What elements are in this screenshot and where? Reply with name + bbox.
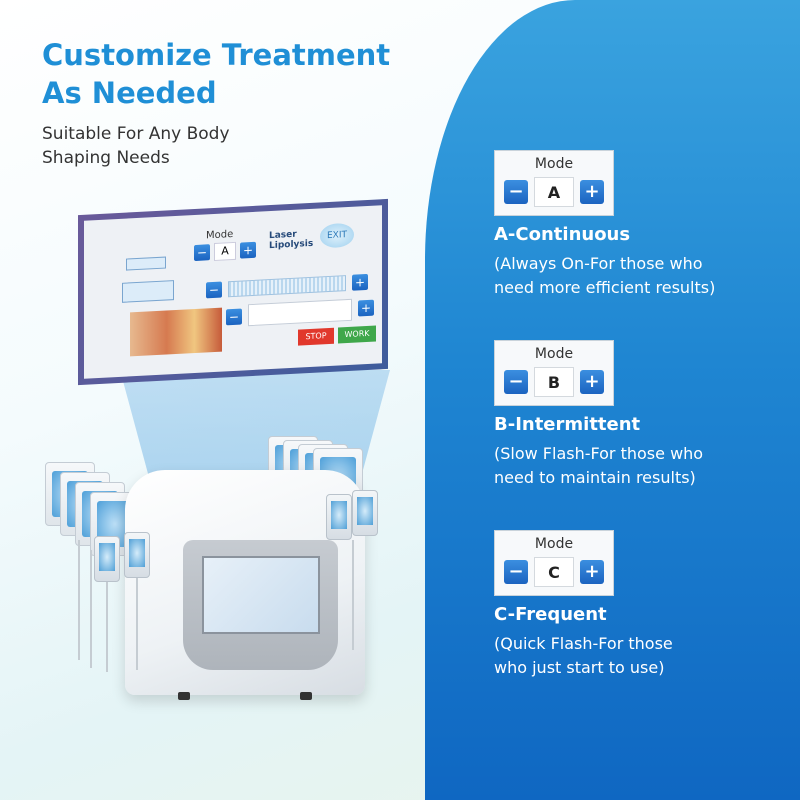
minus-button[interactable]: −	[504, 560, 528, 584]
mode-c-title: C-Frequent	[494, 604, 607, 625]
screen-work-button: WORK	[338, 325, 376, 344]
mode-value: A	[534, 177, 574, 207]
plus-button[interactable]: +	[580, 180, 604, 204]
mode-b-description-line-1: (Slow Flash-For those who	[494, 444, 704, 463]
mode-a-description: (Always On-For those who need more effic…	[494, 252, 784, 300]
machine-foot	[178, 692, 190, 700]
screen-minus-button: −	[226, 308, 242, 326]
mode-b-title: B-Intermittent	[494, 414, 641, 435]
minus-button[interactable]: −	[504, 370, 528, 394]
mode-b-description: (Slow Flash-For those who need to mainta…	[494, 442, 784, 490]
machine-screen	[202, 556, 320, 634]
cable	[90, 550, 92, 668]
enlarged-screen-frame: Mode − A + Laser Lipolysis EXIT − + − + …	[78, 198, 388, 386]
handpiece-thumbnail	[126, 256, 166, 271]
screen-power-bar	[228, 275, 346, 298]
headline-line-2: As Needed	[42, 76, 217, 110]
mode-value: C	[534, 557, 574, 587]
screen-minus-button: −	[194, 244, 210, 262]
mode-c-widget: Mode − C +	[494, 530, 614, 596]
mode-label: Mode	[534, 346, 574, 362]
paddle-thumbnail	[122, 280, 174, 303]
headline-line-1: Customize Treatment	[42, 38, 391, 72]
screen-timer-field	[248, 298, 352, 327]
laser-handpiece	[352, 490, 378, 536]
mode-a-widget: Mode − A +	[494, 150, 614, 216]
headline: Customize Treatment As Needed	[42, 36, 422, 112]
mode-c-description: (Quick Flash-For those who just start to…	[494, 632, 784, 680]
screen-mode-value: A	[214, 241, 236, 261]
screen-mode-label: Mode	[206, 228, 234, 242]
mode-b-widget: Mode − B +	[494, 340, 614, 406]
screen-minus-button: −	[206, 281, 222, 299]
mode-a-title: A-Continuous	[494, 224, 631, 245]
laser-handpiece	[326, 494, 352, 540]
subtitle: Suitable For Any Body Shaping Needs	[42, 122, 342, 170]
cable	[352, 540, 354, 650]
screen-title: Laser Lipolysis	[269, 229, 313, 251]
laser-handpiece	[94, 536, 120, 582]
mode-c-description-line-1: (Quick Flash-For those	[494, 634, 673, 653]
cable	[106, 582, 108, 672]
minus-button[interactable]: −	[504, 180, 528, 204]
laser-handpiece	[124, 532, 150, 578]
screen-plus-button: +	[358, 299, 374, 317]
mode-label: Mode	[534, 156, 574, 172]
screen-title-line-2: Lipolysis	[269, 238, 314, 252]
subtitle-line-2: Shaping Needs	[42, 148, 170, 168]
cable	[78, 540, 80, 660]
plus-button[interactable]: +	[580, 370, 604, 394]
cable	[136, 578, 138, 670]
lipo-laser-device-illustration: Mode − A + Laser Lipolysis EXIT − + − + …	[45, 198, 390, 700]
mode-value: B	[534, 367, 574, 397]
mode-b-description-line-2: need to maintain results)	[494, 468, 696, 487]
plus-button[interactable]: +	[580, 560, 604, 584]
mode-a-description-line-1: (Always On-For those who	[494, 254, 703, 273]
fat-tissue-thumbnail	[130, 307, 222, 357]
subtitle-line-1: Suitable For Any Body	[42, 124, 230, 144]
mode-c-description-line-2: who just start to use)	[494, 658, 665, 677]
screen-plus-button: +	[352, 273, 368, 291]
screen-stop-button: STOP	[298, 327, 334, 346]
screen-plus-button: +	[240, 241, 256, 259]
mode-a-description-line-2: need more efficient results)	[494, 278, 716, 297]
mode-label: Mode	[534, 536, 574, 552]
screen-exit-button: EXIT	[320, 222, 354, 249]
machine-foot	[300, 692, 312, 700]
enlarged-screen: Mode − A + Laser Lipolysis EXIT − + − + …	[84, 205, 382, 379]
